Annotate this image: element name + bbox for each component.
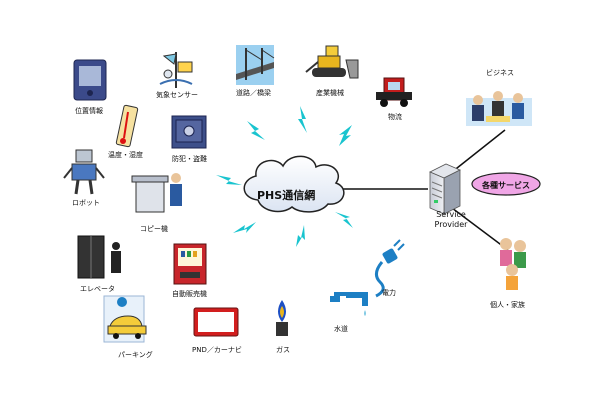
bolt-icon — [335, 212, 353, 228]
service-provider-label: Service Provider — [420, 210, 482, 230]
truck-icon — [376, 77, 412, 107]
temperature-humidity-label: 温度・湿度 — [108, 151, 143, 159]
bolt-icon — [233, 222, 256, 233]
pnd-car-navigation-label: PND／カーナビ — [192, 346, 242, 354]
copier-label: コピー機 — [140, 225, 168, 233]
bolt-icon — [296, 225, 305, 247]
gas-label: ガス — [276, 346, 290, 354]
elevator-label: エレベータ — [80, 285, 115, 293]
gas-flame-icon — [276, 300, 288, 336]
location-info-icon — [73, 59, 107, 101]
parking-taxi-icon — [103, 295, 147, 343]
copier-icon — [131, 173, 182, 213]
provider-to-family-line — [451, 207, 509, 251]
location-info-label: 位置情報 — [75, 107, 103, 115]
vending-machine-icon — [173, 243, 207, 285]
services-label: 各種サービス — [482, 181, 530, 190]
server-icon — [429, 163, 461, 215]
road-bridge-icon — [236, 45, 275, 85]
business-label: ビジネス — [486, 69, 514, 77]
family-icon — [500, 238, 526, 290]
elevator-icon — [77, 235, 121, 279]
power-plug-icon — [375, 239, 405, 298]
service-provider-line1: Service — [436, 210, 466, 219]
provider-to-business-line — [451, 129, 506, 173]
bolt-icon — [247, 121, 265, 140]
water-tap-icon — [330, 292, 368, 316]
vending-machine-label: 自動販売機 — [172, 290, 207, 298]
weather-sensor-icon — [159, 52, 193, 88]
water-label: 水道 — [334, 325, 348, 333]
robot-label: ロボット — [72, 199, 100, 207]
parking-label: パーキング — [118, 351, 153, 359]
bolt-icon — [339, 125, 352, 146]
service-provider-line2: Provider — [434, 220, 468, 229]
security-theft-label: 防犯・盗難 — [172, 155, 207, 163]
industrial-machinery-label: 産業機械 — [316, 89, 344, 97]
bolt-icon — [298, 106, 307, 133]
robot-icon — [63, 149, 105, 195]
pnd-navigation-icon — [193, 307, 239, 337]
road-bridge-label: 道路／橋梁 — [236, 89, 271, 97]
bolt-icon — [216, 175, 242, 185]
business-meeting-icon — [466, 91, 532, 126]
phs-network-label: PHS通信網 — [257, 189, 316, 202]
individual-family-label: 個人・家族 — [490, 301, 525, 309]
thermometer-icon — [115, 104, 139, 148]
bulldozer-icon — [305, 45, 359, 79]
safe-icon — [171, 115, 207, 149]
power-label: 電力 — [382, 289, 396, 297]
phs-network-cloud — [243, 155, 345, 213]
wireless-bolt-icons — [216, 106, 353, 247]
weather-sensor-label: 気象センサー — [156, 91, 198, 99]
logistics-label: 物流 — [388, 113, 402, 121]
services-bubble — [471, 172, 541, 196]
